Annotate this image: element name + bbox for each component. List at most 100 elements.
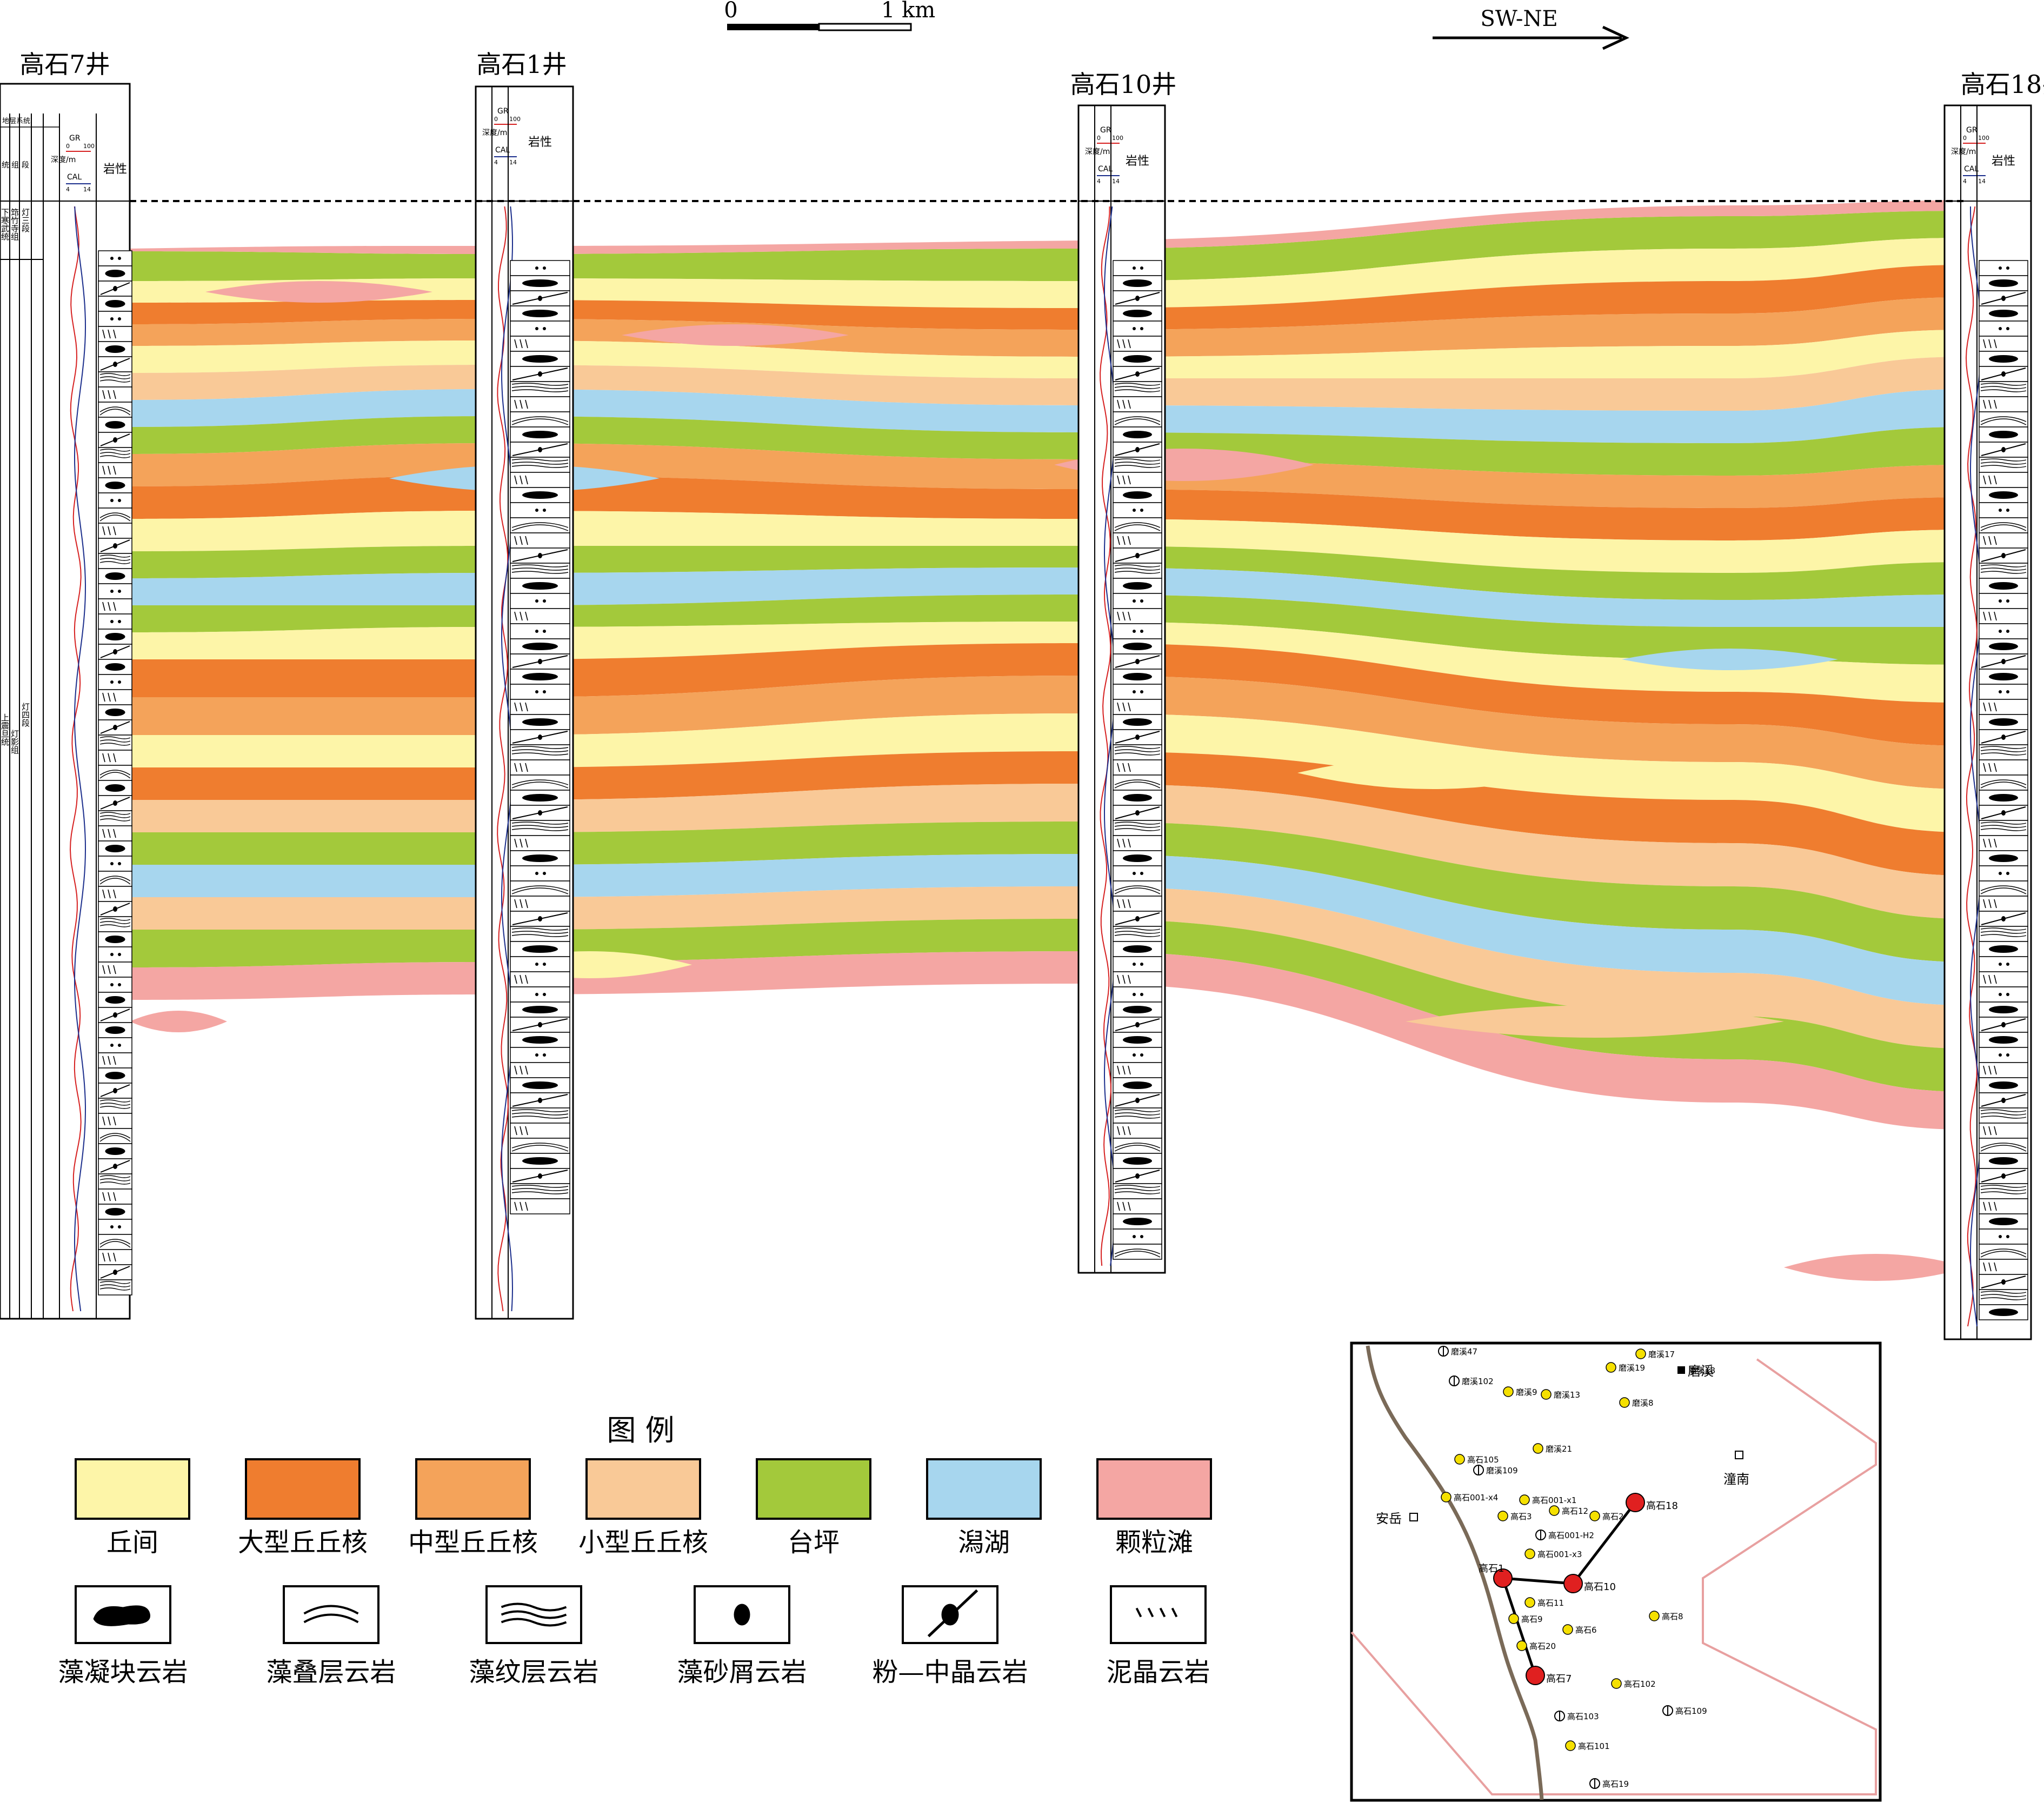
legend-facies-label: 潟湖 bbox=[958, 1527, 1010, 1558]
facies-band-qiujian bbox=[130, 330, 1968, 378]
facies-band-lagoon bbox=[130, 854, 1968, 1005]
map-well-12: 高石3 bbox=[1497, 1511, 1532, 1521]
clot-icon bbox=[93, 1605, 150, 1626]
facies-band-platform bbox=[130, 595, 1968, 665]
direction-arrow: SW-NE bbox=[1433, 6, 1629, 50]
cal-max: 14 bbox=[1978, 178, 1986, 185]
facies-band-large_mound bbox=[130, 643, 1968, 746]
map-well-label: 高石19 bbox=[1602, 1779, 1629, 1789]
facies-band-platform bbox=[130, 919, 1968, 1092]
map-well-label: 高石3 bbox=[1510, 1512, 1532, 1521]
map-well-11: 高石001-x4 bbox=[1441, 1492, 1498, 1502]
map-well-label: 高石001-H2 bbox=[1548, 1531, 1594, 1540]
gr-header: GR bbox=[69, 134, 81, 143]
legend-facies-qiujian: 丘间 bbox=[75, 1458, 190, 1558]
depth-header: 深度/m bbox=[482, 129, 507, 137]
bottom-mask bbox=[130, 1124, 1968, 1405]
facies-band-lagoon bbox=[130, 389, 1968, 443]
facies-band-small_mound bbox=[130, 886, 1968, 1049]
map-well-26: 高石19 bbox=[1589, 1778, 1629, 1789]
legend-lithology-crystal: 粉—中晶云岩 bbox=[872, 1585, 1028, 1687]
facies-lens-shoal bbox=[1784, 1254, 1968, 1281]
cal-min: 4 bbox=[494, 159, 498, 166]
facies-lens-shoal bbox=[622, 324, 849, 346]
legend-lithology-laminated: 藻纹层云岩 bbox=[469, 1585, 599, 1687]
facies-band-shoal bbox=[130, 200, 1968, 254]
map-well-label: 高石12 bbox=[1562, 1506, 1588, 1516]
cal-max: 14 bbox=[1112, 178, 1120, 185]
map-well-label: 高石101 bbox=[1578, 1741, 1610, 1751]
map-well-1: 磨溪102 bbox=[1449, 1375, 1494, 1386]
cal-header: CAL bbox=[1964, 165, 1979, 173]
facies-band-medium_mound bbox=[130, 297, 1968, 357]
stratigraphy-label: 灯四段 bbox=[21, 703, 30, 727]
cal-header: CAL bbox=[1098, 165, 1113, 173]
map-well-label: 高石20 bbox=[1529, 1641, 1556, 1651]
key-well-marker bbox=[1493, 1568, 1513, 1588]
dot-icon bbox=[734, 1604, 750, 1626]
wavy-layer-icon bbox=[501, 1602, 567, 1627]
map-well-5: 磨溪17 bbox=[1635, 1348, 1675, 1359]
facies-band-medium_mound bbox=[130, 676, 1968, 789]
legend-facies-label: 小型丘丘核 bbox=[578, 1527, 708, 1558]
map-well-label: 高石8 bbox=[1662, 1612, 1683, 1621]
gr-curve bbox=[1965, 206, 1978, 1327]
legend-lithology-label: 藻纹层云岩 bbox=[469, 1657, 598, 1687]
stratum-header: 地层系统 bbox=[2, 117, 30, 125]
legend-swatch bbox=[75, 1458, 190, 1520]
facies-band-platform bbox=[130, 416, 1968, 476]
legend-swatch bbox=[756, 1458, 871, 1520]
map-well-label: 高石001-x3 bbox=[1537, 1550, 1582, 1559]
depth-header: 深度/m bbox=[51, 156, 76, 164]
map-well-label: 磨溪18 bbox=[1689, 1366, 1715, 1375]
legend: 图 例 丘间大型丘丘核中型丘丘核小型丘丘核台坪潟湖颗粒滩藻凝块云岩藻叠层云岩藻纹… bbox=[58, 1413, 1212, 1687]
gr-curve bbox=[1100, 206, 1111, 1266]
map-well-27: 高石105 bbox=[1454, 1454, 1499, 1465]
cal-curve bbox=[74, 206, 86, 1312]
cal-max: 14 bbox=[509, 159, 517, 166]
facies-lens-shoal bbox=[205, 281, 432, 303]
map-well-label: 高石6 bbox=[1575, 1625, 1597, 1635]
block-boundary bbox=[1350, 1358, 1877, 1795]
facies-band-platform bbox=[130, 211, 1968, 281]
stratigraphy-label: 上震旦统 bbox=[0, 713, 10, 746]
town-label: 磨溪 bbox=[1688, 1364, 1714, 1379]
key-well-label: 高石10 bbox=[1584, 1581, 1616, 1593]
gr-min: 0 bbox=[494, 116, 498, 123]
facies-lens-shoal bbox=[130, 1011, 227, 1032]
well-title: 高石1井 bbox=[476, 50, 567, 79]
gr-max: 100 bbox=[509, 116, 521, 123]
map-well-label: 高石109 bbox=[1675, 1706, 1707, 1716]
map-well-2: 磨溪9 bbox=[1503, 1386, 1537, 1397]
gr-min: 0 bbox=[1097, 135, 1101, 142]
legend-title: 图 例 bbox=[607, 1413, 674, 1447]
map-well-label: 高石001-x1 bbox=[1532, 1495, 1576, 1505]
legend-lithology-label: 藻凝块云岩 bbox=[58, 1657, 188, 1687]
map-well-6: 磨溪18 bbox=[1677, 1366, 1715, 1375]
section-line bbox=[1501, 1501, 1636, 1676]
facies-band-medium_mound bbox=[130, 443, 1968, 508]
map-well-17: 高石11 bbox=[1524, 1597, 1564, 1608]
facies-band-platform bbox=[130, 822, 1968, 962]
map-well-label: 磨溪109 bbox=[1486, 1466, 1518, 1475]
legend-lithology-label: 藻叠层云岩 bbox=[266, 1657, 396, 1687]
legend-swatch bbox=[585, 1458, 701, 1520]
cal-header: CAL bbox=[495, 146, 510, 155]
series-header: 统 bbox=[2, 161, 9, 170]
cal-header: CAL bbox=[67, 173, 82, 182]
town-label: 安岳 bbox=[1376, 1511, 1402, 1526]
legend-facies-label: 丘间 bbox=[106, 1527, 158, 1558]
legend-lithology-sand: 藻砂屑云岩 bbox=[677, 1585, 807, 1687]
map-well-18: 高石9 bbox=[1508, 1613, 1543, 1624]
legend-facies-label: 大型丘丘核 bbox=[238, 1527, 368, 1558]
lithology-header: 岩性 bbox=[1126, 155, 1149, 168]
facies-band-qiujian bbox=[130, 713, 1968, 832]
facies-band-large_mound bbox=[130, 265, 1968, 330]
key-well-marker bbox=[1526, 1666, 1545, 1685]
crystal-icon bbox=[927, 1589, 978, 1638]
gr-max: 100 bbox=[1112, 135, 1123, 142]
